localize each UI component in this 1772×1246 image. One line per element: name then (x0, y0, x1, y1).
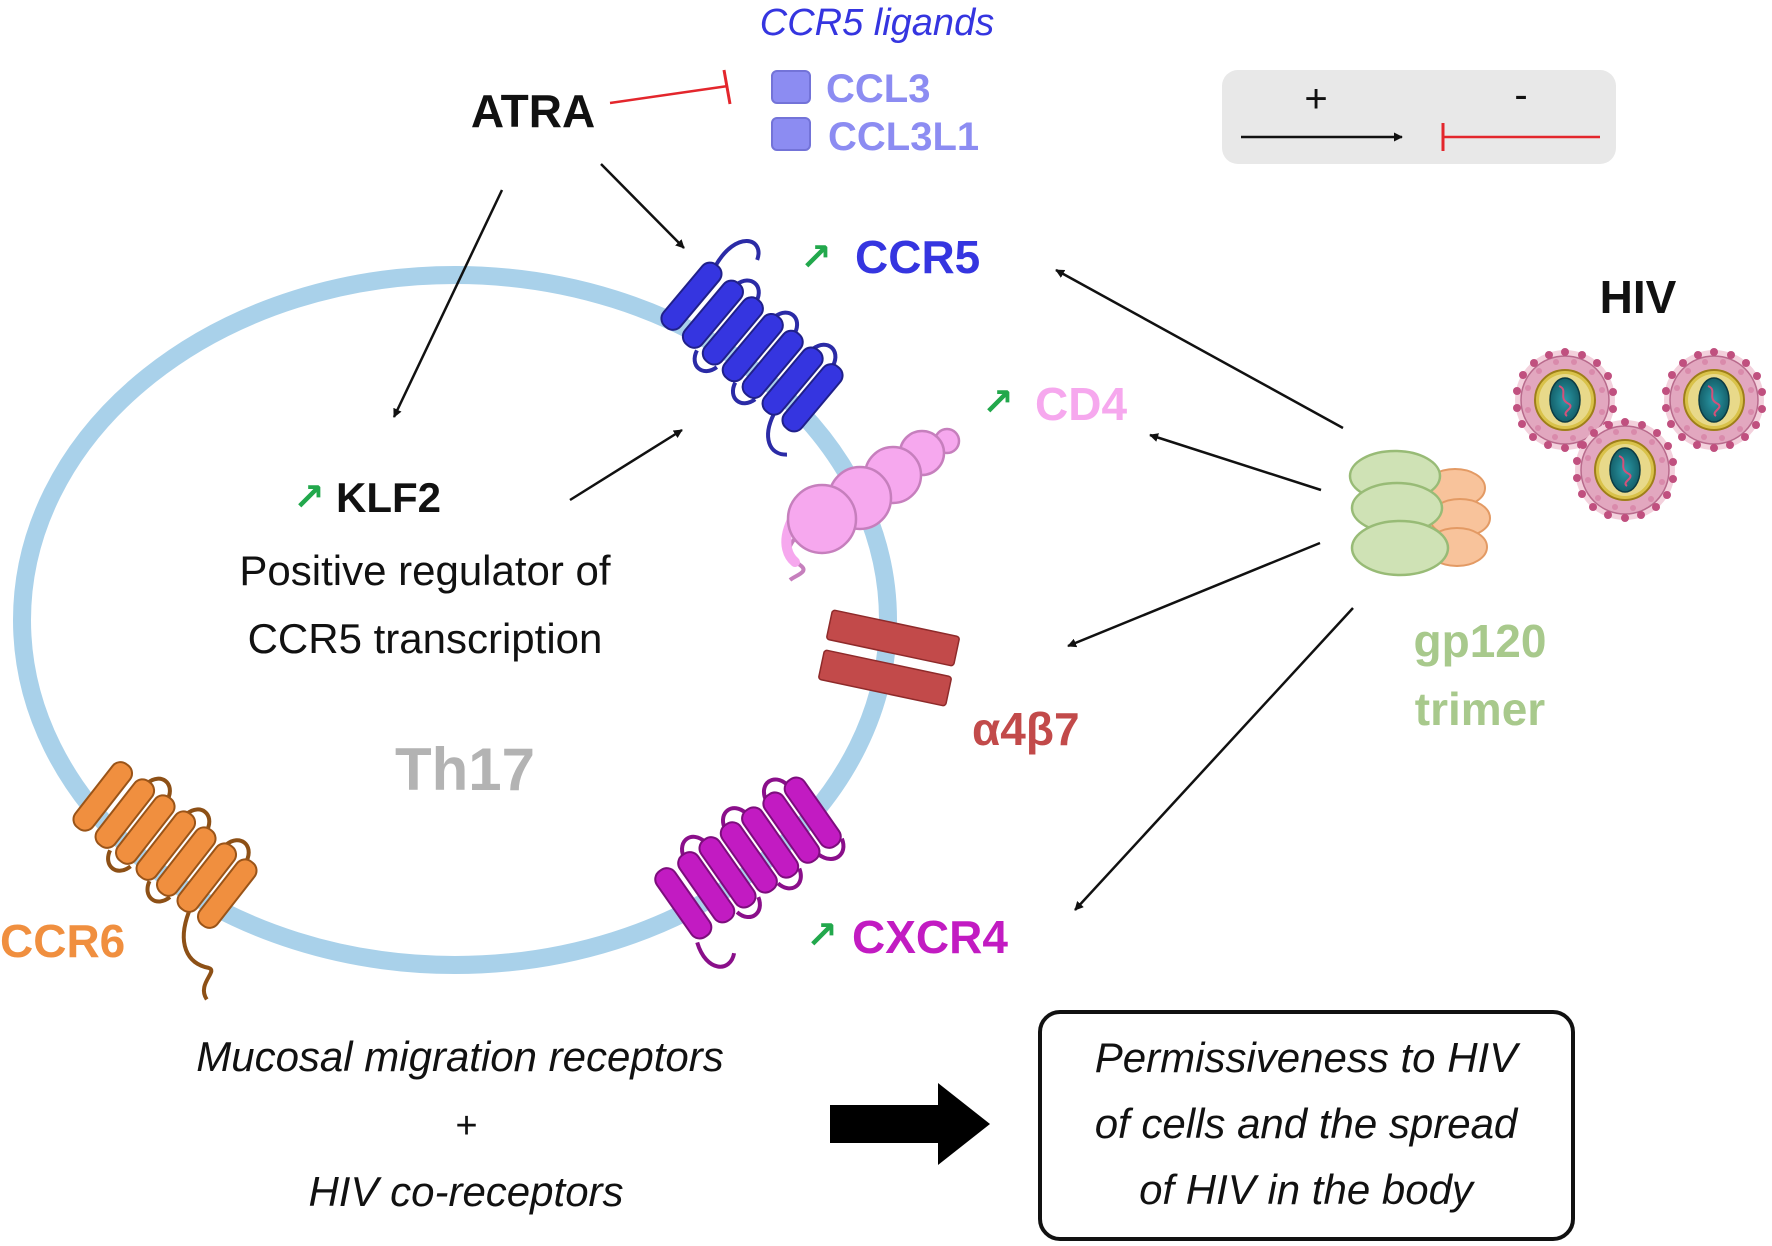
ligand-icon-ccl3 (771, 70, 811, 104)
gp120-label-line2: trimer (1415, 683, 1545, 735)
atra-inhibits-ligands-line (609, 84, 729, 105)
arrow-klf2-to-ccr5 (569, 428, 683, 502)
arrow-gp120-to-a4b7 (1067, 541, 1321, 648)
arrow-gp120-to-cxcr4 (1074, 607, 1354, 911)
ligand-ccl3: CCL3 (826, 67, 930, 111)
bottom-text-plus: + (455, 1105, 477, 1147)
up-arrow-cd4: ↗ (982, 382, 1014, 424)
bottom-text-line3: HIV co-receptors (308, 1168, 623, 1215)
result-text-line3: of HIV in the body (1139, 1166, 1476, 1213)
arrow-gp120-to-ccr5 (1055, 268, 1344, 430)
result-text-line1: Permissiveness to HIV (1095, 1034, 1521, 1081)
gp120-trimer-icon (1348, 449, 1491, 577)
result-box (1038, 1010, 1575, 1241)
gp120-label-line1: gp120 (1414, 615, 1547, 667)
ccr6-label: CCR6 (0, 915, 125, 967)
cxcr4-label: CXCR4 (852, 911, 1008, 963)
atra-inhibits-ligands-bar (722, 69, 732, 105)
legend: + - (1222, 70, 1616, 164)
ccr6-receptor (72, 761, 258, 1001)
arrow-gp120-to-cd4 (1149, 433, 1322, 492)
cd4-receptor (781, 427, 961, 582)
a4b7-integrin (818, 609, 960, 707)
ligand-ccl3l1: CCL3L1 (828, 115, 979, 159)
ccr5-label: CCR5 (855, 231, 980, 283)
ligand-icon-ccl3l1 (771, 117, 811, 151)
cell-label-th17: Th17 (395, 736, 535, 803)
klf2-description-line1: Positive regulator of (239, 547, 611, 594)
klf2-description-line2: CCR5 transcription (248, 615, 603, 662)
ccr5-receptor (660, 238, 844, 457)
legend-plus-label: + (1304, 77, 1327, 121)
legend-minus-label: - (1514, 73, 1527, 117)
up-arrow-cxcr4: ↗ (806, 915, 838, 957)
arrow-atra-to-ccr5 (600, 163, 685, 249)
a4b7-label: α4β7 (972, 703, 1080, 755)
result-text-line2: of cells and the spread (1095, 1100, 1519, 1147)
bottom-text-line1: Mucosal migration receptors (196, 1033, 724, 1080)
arrow-atra-to-klf2 (392, 189, 504, 418)
th17-cell-membrane (13, 266, 897, 974)
atra-label: ATRA (471, 85, 595, 137)
up-arrow-ccr5: ↗ (800, 237, 832, 279)
cd4-label: CD4 (1035, 378, 1127, 430)
up-arrow-klf2: ↗ (293, 477, 325, 519)
hiv-particle-icon (1512, 347, 1767, 523)
cxcr4-receptor (654, 776, 846, 969)
hiv-label: HIV (1600, 271, 1677, 323)
klf2-label: KLF2 (336, 474, 441, 521)
ccr5-ligands-title: CCR5 ligands (760, 2, 994, 44)
legend-box (1222, 70, 1616, 164)
conclusion-arrow (830, 1083, 990, 1165)
